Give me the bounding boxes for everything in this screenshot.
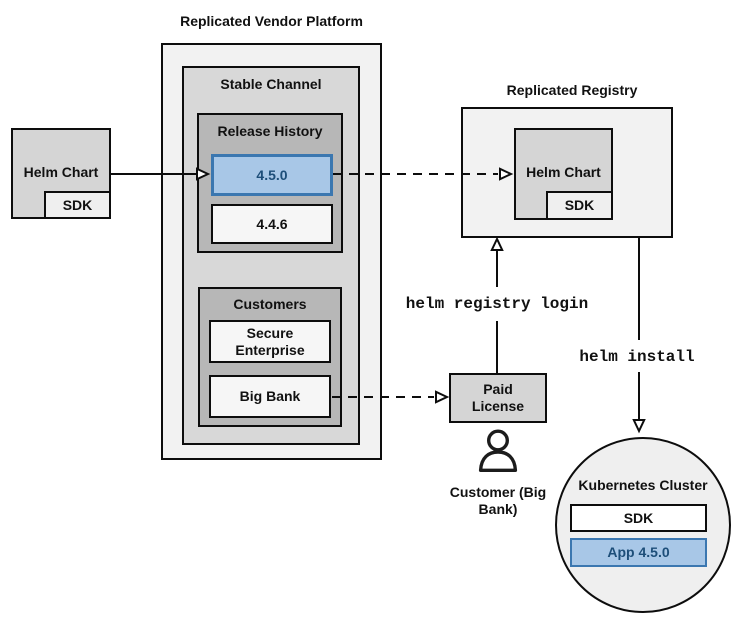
release-history-title: Release History <box>217 123 323 139</box>
arrow-head-login <box>490 236 504 251</box>
arrow-head-license <box>435 390 450 404</box>
registry-title: Replicated Registry <box>506 82 638 98</box>
registry-sdk-label: SDK <box>564 197 595 214</box>
customer-big-bank-label: Big Bank <box>239 388 301 405</box>
paid-license-label: Paid License <box>471 381 525 414</box>
release-4-5-0-box: 4.5.0 <box>211 154 333 196</box>
registry-helm-chart-box: Helm Chart SDK <box>514 128 613 220</box>
cluster-app-box: App 4.5.0 <box>570 538 707 567</box>
customers-box: Customers Secure Enterprise Big Bank <box>198 287 342 427</box>
cluster-app-label: App 4.5.0 <box>607 544 670 561</box>
source-sdk-label: SDK <box>62 196 93 213</box>
arrow-head-install <box>632 419 646 434</box>
customer-secure-enterprise-label: Secure Enterprise <box>235 324 305 358</box>
person-icon-head <box>487 429 510 452</box>
stable-channel-box: Stable Channel Release History 4.5.0 4.4… <box>182 66 360 445</box>
stable-channel-title: Stable Channel <box>220 76 322 92</box>
cluster-sdk-label: SDK <box>623 509 654 526</box>
customer-caption: Customer (Big Bank) <box>449 484 547 517</box>
cluster-sdk-box: SDK <box>570 504 707 532</box>
customers-title: Customers <box>233 296 307 312</box>
helm-registry-login-command: helm registry login <box>402 294 592 314</box>
customer-secure-enterprise-box: Secure Enterprise <box>209 320 331 363</box>
customer-big-bank-box: Big Bank <box>209 375 331 418</box>
vendor-platform-box: Stable Channel Release History 4.5.0 4.4… <box>161 43 382 460</box>
release-4-4-6-box: 4.4.6 <box>211 204 333 244</box>
source-helm-chart-label: Helm Chart <box>23 164 99 181</box>
source-sdk-box: SDK <box>44 191 111 219</box>
vendor-platform-title: Replicated Vendor Platform <box>180 13 363 29</box>
kubernetes-cluster-title: Kubernetes Cluster <box>578 477 708 493</box>
person-icon <box>478 429 518 472</box>
helm-install-command: helm install <box>576 347 698 367</box>
registry-box: Helm Chart SDK <box>461 107 673 238</box>
person-icon-body <box>478 450 518 472</box>
release-history-box: Release History 4.5.0 4.4.6 <box>197 113 343 253</box>
release-4-5-0-label: 4.5.0 <box>256 166 288 183</box>
registry-sdk-box: SDK <box>546 191 613 220</box>
release-4-4-6-label: 4.4.6 <box>256 215 288 232</box>
registry-helm-chart-label: Helm Chart <box>526 163 601 180</box>
kubernetes-cluster-circle: Kubernetes Cluster SDK App 4.5.0 <box>555 437 731 613</box>
paid-license-box: Paid License <box>449 373 547 423</box>
